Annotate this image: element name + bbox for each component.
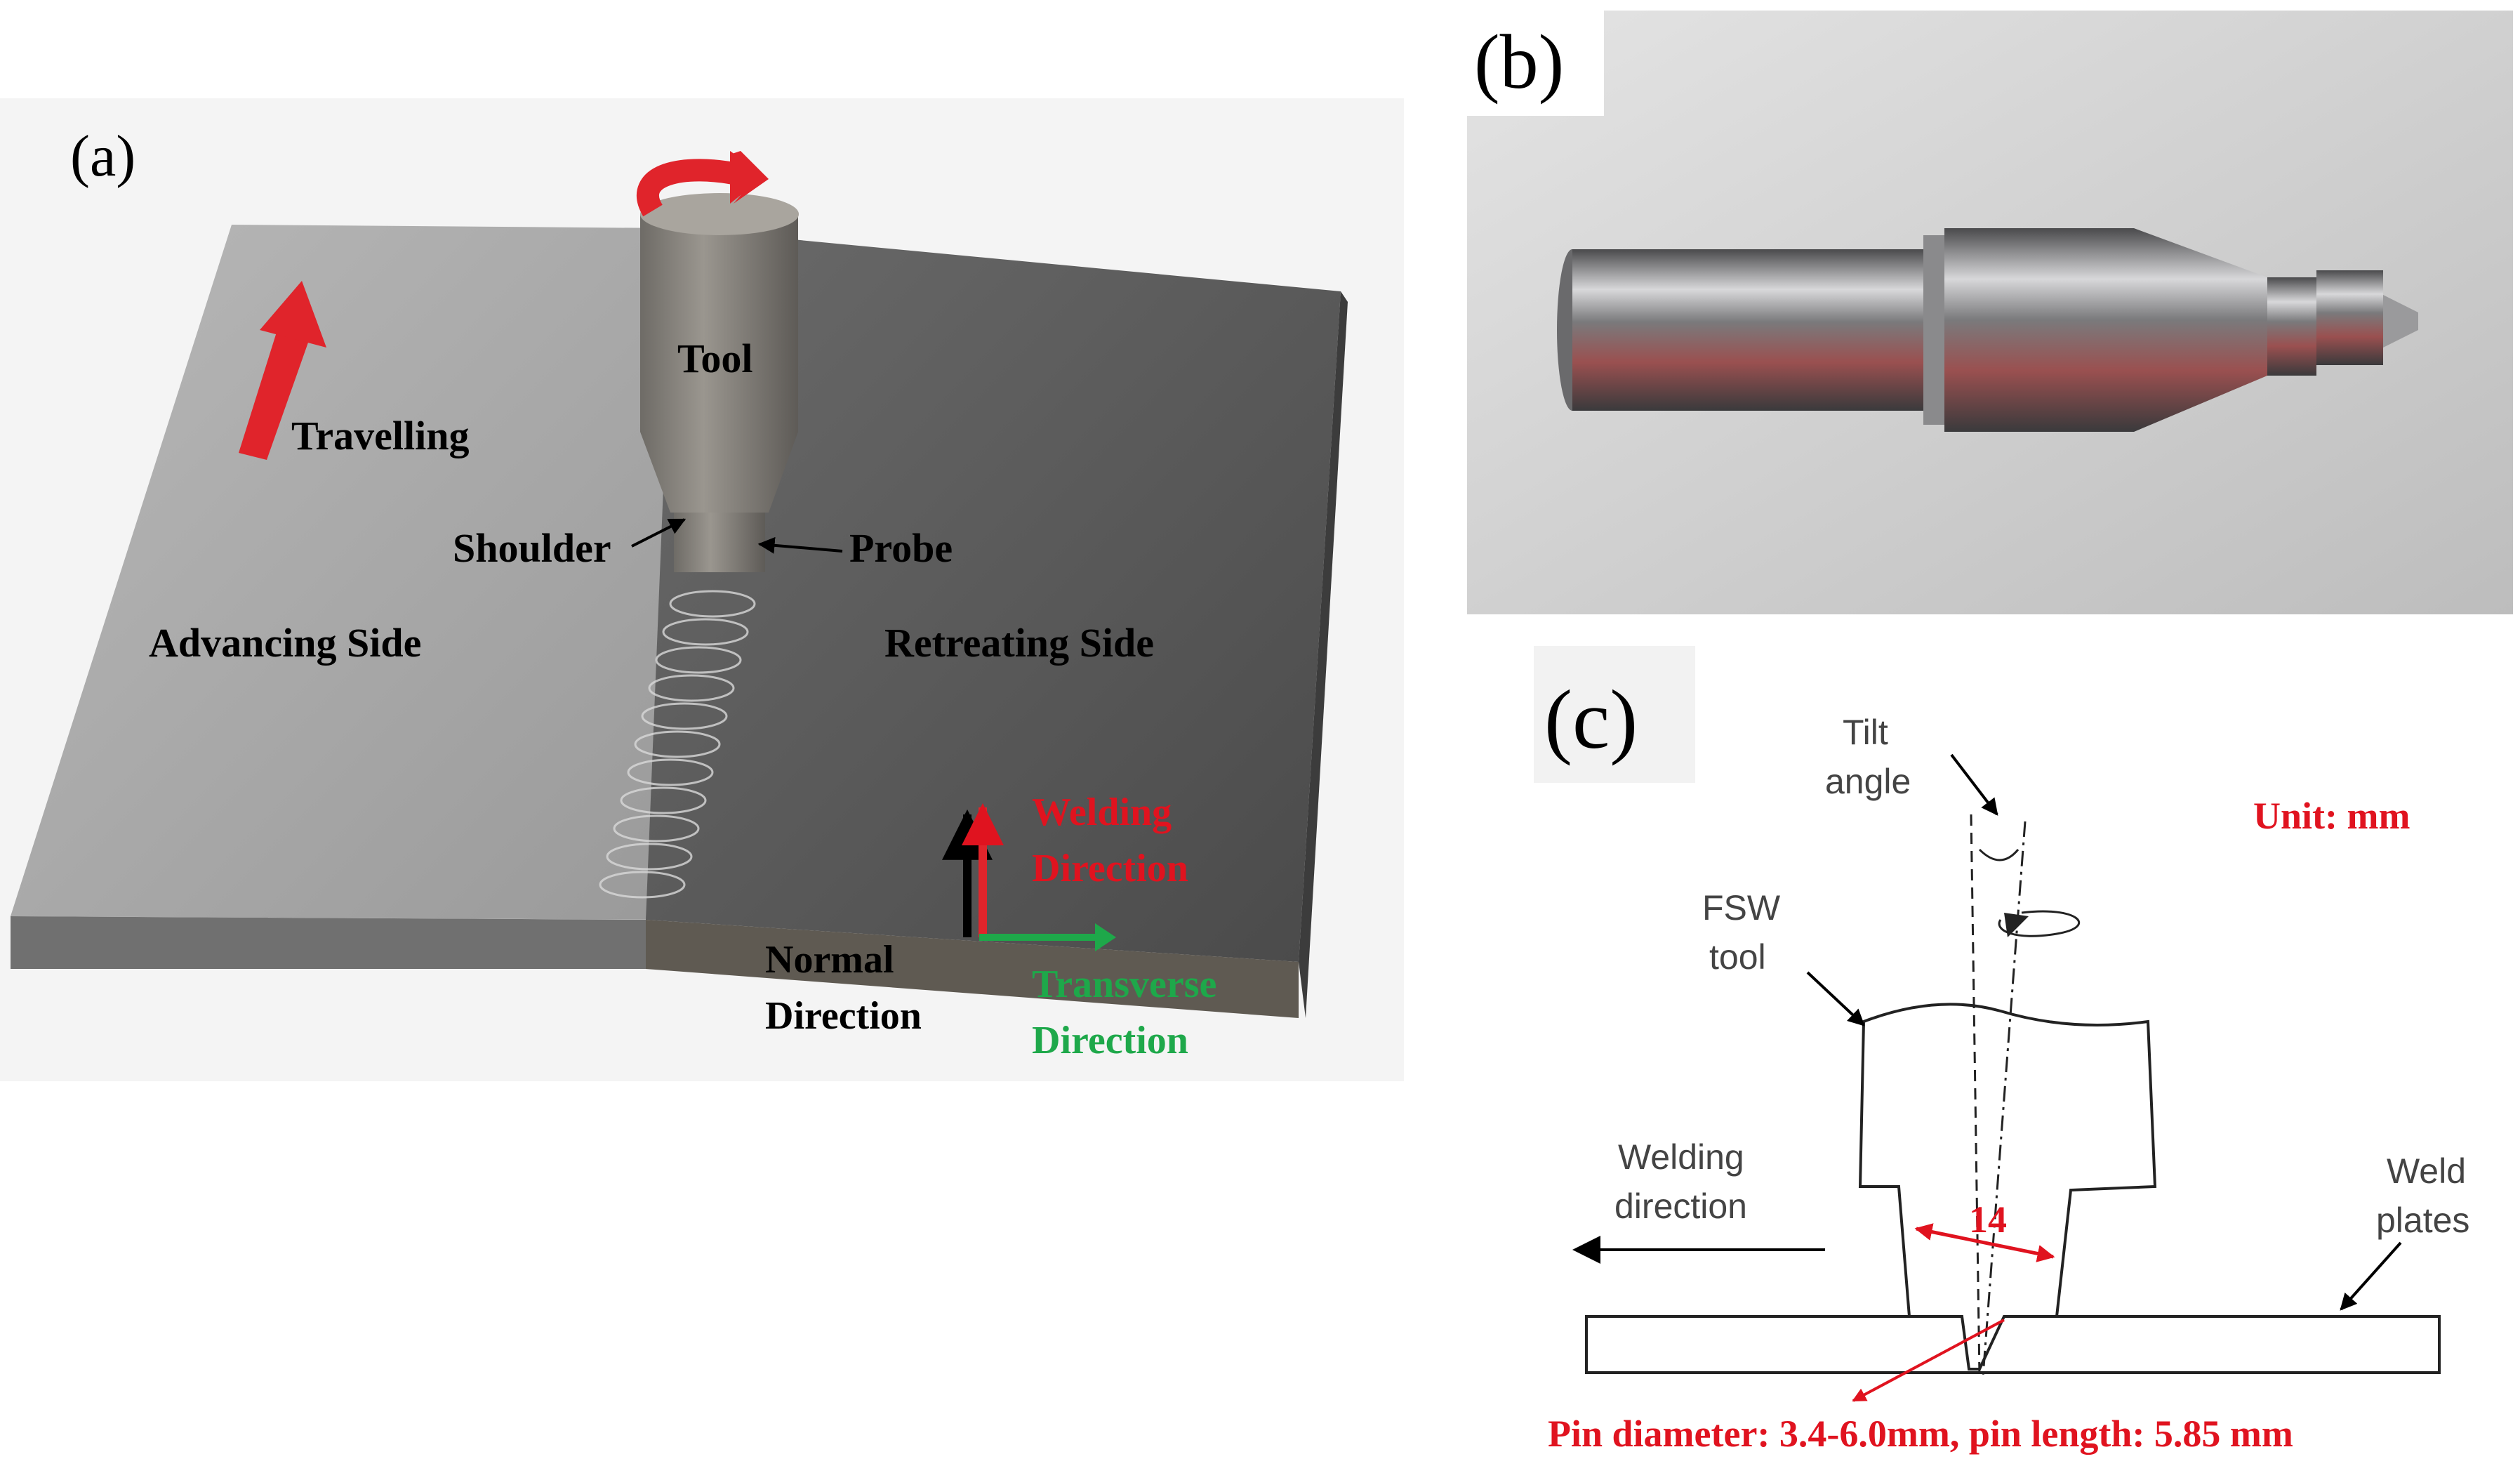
tool-axis-vertical [1970,814,1981,1377]
advancing-plate [11,225,674,920]
fsw-tool-leader [1806,971,1865,1026]
retreating-plate [646,228,1341,962]
weld-seam [599,590,756,899]
tilt-angle-label-2: angle [1825,762,1911,801]
weld-plates-label-2: plates [2376,1201,2469,1240]
transverse-direction-label-2: Direction [1032,1019,1188,1062]
fsw-tool-3d [640,193,799,572]
panel-c-label-box [1534,646,1695,783]
panel-c-label: (c) [1544,673,1638,766]
transverse-direction-label-1: Transverse [1032,963,1216,1006]
travelling-arrow [239,330,309,460]
welding-direction-label-2: Direction [1032,847,1188,890]
panel-a-label: (a) [70,124,135,189]
tilt-angle-label-1: Tilt [1843,713,1888,752]
tool-photo [1557,228,2418,432]
welding-direction-c-label-2: direction [1614,1187,1747,1226]
pin-spec-leader [1852,1319,2005,1402]
retreating-side-label: Retreating Side [884,620,1154,666]
tilt-angle-arc [1978,848,2020,861]
probe-label: Probe [849,525,953,571]
fsw-tool-label-1: FSW [1702,888,1781,927]
weld-plates-leader [2340,1241,2402,1311]
probe-pointer [757,536,843,554]
retreating-plate-edge [646,920,1299,1018]
weld-plate [1585,1315,2441,1374]
panel-c: (c) Tilt angle FSW tool Unit: mm Welding… [1534,646,2469,1455]
welding-direction-c-label-1: Welding [1618,1137,1744,1177]
unit-label: Unit: mm [2253,795,2410,837]
rotation-arrow [637,159,747,217]
tool-label: Tool [677,336,752,381]
shoulder-diameter-dimension [1914,1223,2055,1262]
shoulder-diameter-label: 14 [1969,1198,2007,1241]
advancing-side-label: Advancing Side [149,620,421,666]
panel-a: (a) Tool Travelling Shoulder Probe Advan… [0,98,1404,1081]
panel-b: (b) [1467,11,2513,614]
tool-axis-tilted [1982,821,2027,1377]
panel-b-label: (b) [1474,19,1564,105]
fsw-tool-drawing [1858,1003,2157,1371]
plate-side-edge [1299,291,1348,1018]
weld-plates-label-1: Weld [2387,1151,2466,1191]
panel-b-label-box [1467,11,1604,116]
normal-direction-label-1: Normal [765,938,894,982]
pin-spec-label: Pin diameter: 3.4-6.0mm, pin length: 5.8… [1548,1413,2293,1455]
fsw-tool-label-2: tool [1709,937,1766,977]
rotation-curl [1998,910,2081,937]
welding-direction-label-1: Welding [1032,791,1172,834]
travelling-label: Travelling [291,413,469,458]
tilt-angle-leader [1950,753,1998,816]
advancing-plate-edge [11,916,646,969]
normal-direction-label-2: Direction [765,994,922,1038]
shoulder-pointer [631,518,687,548]
shoulder-label: Shoulder [453,525,611,571]
